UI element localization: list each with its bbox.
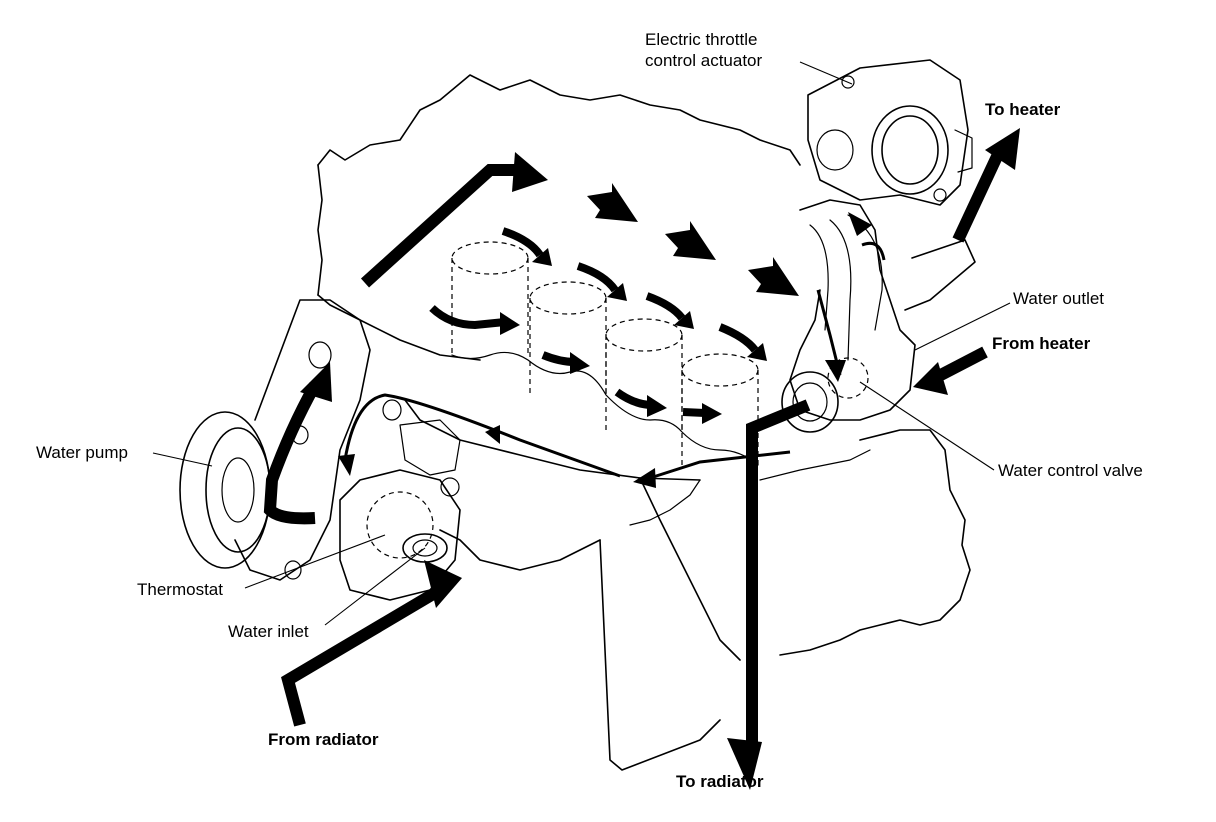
label-water-inlet: Water inlet bbox=[228, 622, 309, 641]
flow-arrow-icon bbox=[665, 221, 716, 260]
thin-arrow-icon bbox=[485, 425, 500, 444]
flow-arrow-icon bbox=[512, 152, 548, 192]
label-from-heater: From heater bbox=[992, 334, 1091, 353]
label-throttle-line2: control actuator bbox=[645, 51, 763, 70]
flow-arrow-icon bbox=[727, 738, 762, 790]
flow-arrow-icon bbox=[913, 362, 948, 395]
thin-arrow-icon bbox=[338, 454, 355, 476]
engine-block bbox=[317, 74, 971, 771]
label-to-radiator: To radiator bbox=[676, 772, 764, 791]
water-outlet-assembly bbox=[781, 199, 976, 433]
label-from-radiator: From radiator bbox=[268, 730, 379, 749]
flow-arrow-icon bbox=[985, 128, 1020, 170]
flow-arrow-icon bbox=[300, 362, 332, 402]
coolant-flow-arrows bbox=[263, 128, 1020, 790]
label-throttle-line1: Electric throttle bbox=[645, 30, 758, 49]
flow-arrow-icon bbox=[748, 257, 799, 296]
label-to-heater: To heater bbox=[985, 100, 1061, 119]
flow-arrow-icon bbox=[424, 560, 462, 608]
label-water-outlet: Water outlet bbox=[1013, 289, 1105, 308]
leader-lines bbox=[152, 61, 1011, 626]
label-thermostat: Thermostat bbox=[137, 580, 223, 599]
thin-arrow-icon bbox=[633, 468, 656, 488]
return-flow-arrows bbox=[338, 212, 886, 488]
cylinders bbox=[451, 241, 759, 466]
water-inlet-housing bbox=[339, 399, 461, 601]
throttle-body bbox=[807, 59, 973, 206]
label-water-control-valve: Water control valve bbox=[998, 461, 1143, 480]
water-pump bbox=[179, 299, 371, 581]
label-water-pump: Water pump bbox=[36, 443, 128, 462]
flow-arrow-icon bbox=[587, 183, 638, 222]
